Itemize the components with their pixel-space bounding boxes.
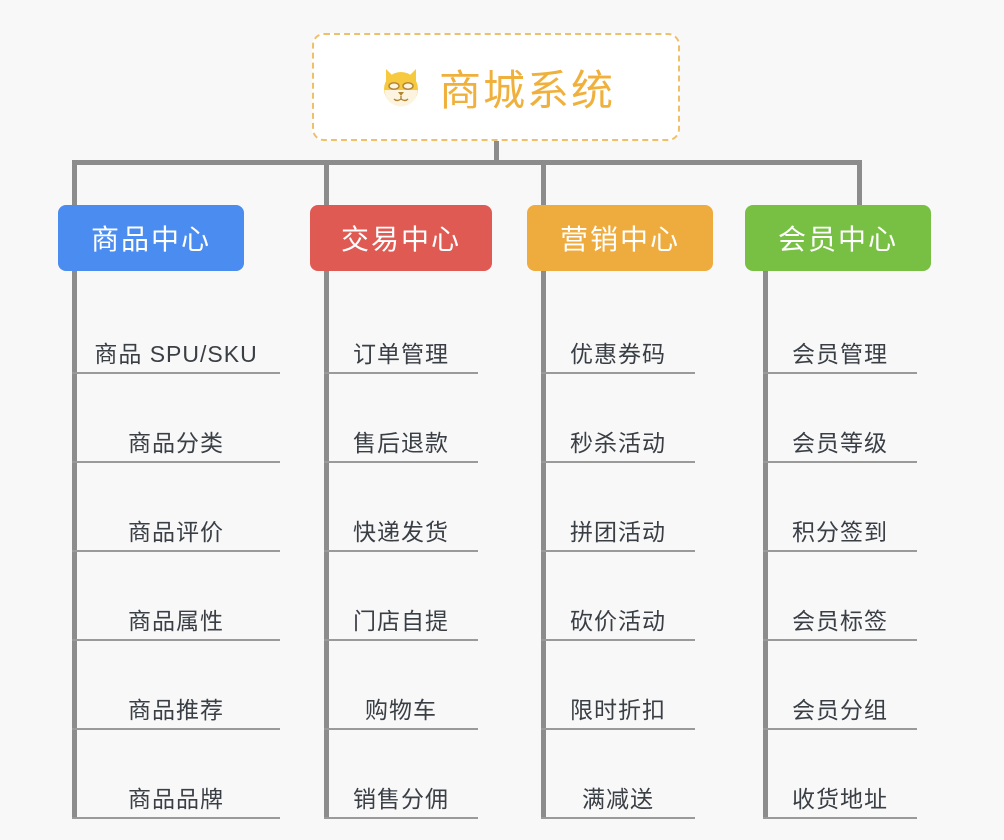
- leaf-item-label: 购物车: [365, 697, 437, 723]
- leaf-item-label: 会员等级: [792, 430, 888, 456]
- leaf-list-marketing-center: 优惠券码秒杀活动拼团活动砍价活动限时折扣满减送: [541, 271, 695, 819]
- category-label: 交易中心: [340, 224, 461, 255]
- leaf-item-label: 优惠券码: [570, 341, 666, 367]
- leaf-item-label: 商品属性: [128, 608, 224, 634]
- leaf-item-label: 会员标签: [792, 608, 888, 634]
- leaf-item-label: 限时折扣: [570, 697, 666, 723]
- category-label: 营销中心: [559, 224, 680, 255]
- leaf-item[interactable]: 会员标签: [763, 552, 917, 641]
- leaf-item[interactable]: 商品属性: [72, 552, 280, 641]
- leaf-item[interactable]: 满减送: [541, 730, 695, 819]
- leaf-item-label: 商品评价: [128, 519, 224, 545]
- leaf-item-label: 会员管理: [792, 341, 888, 367]
- leaf-item[interactable]: 会员等级: [763, 374, 917, 463]
- leaf-item-label: 积分签到: [792, 519, 888, 545]
- category-label: 商品中心: [90, 224, 211, 255]
- leaf-item[interactable]: 砍价活动: [541, 552, 695, 641]
- column-member-center: 会员中心会员管理会员等级积分签到会员标签会员分组收货地址: [745, 205, 931, 819]
- leaf-item[interactable]: 会员管理: [763, 285, 917, 374]
- leaf-list-member-center: 会员管理会员等级积分签到会员标签会员分组收货地址: [763, 271, 917, 819]
- leaf-item-label: 砍价活动: [570, 608, 666, 634]
- leaf-list-product-center: 商品 SPU/SKU 商品分类商品评价商品属性商品推荐商品品牌: [72, 271, 280, 819]
- leaf-item[interactable]: 快递发货: [324, 463, 478, 552]
- leaf-item-label: 销售分佣: [353, 786, 449, 812]
- leaf-item[interactable]: 商品推荐: [72, 641, 280, 730]
- column-product-center: 商品中心商品 SPU/SKU 商品分类商品评价商品属性商品推荐商品品牌: [58, 205, 280, 819]
- category-box-trade-center[interactable]: 交易中心: [310, 205, 492, 271]
- leaf-item[interactable]: 商品 SPU/SKU: [72, 285, 280, 374]
- category-box-member-center[interactable]: 会员中心: [745, 205, 931, 271]
- leaf-item-label: 拼团活动: [570, 519, 666, 545]
- connector-horizontal-bus: [72, 160, 862, 165]
- leaf-item[interactable]: 收货地址: [763, 730, 917, 819]
- leaf-list-trade-center: 订单管理售后退款快递发货门店自提购物车销售分佣: [324, 271, 478, 819]
- category-label: 会员中心: [777, 224, 898, 255]
- leaf-item[interactable]: 销售分佣: [324, 730, 478, 819]
- leaf-item[interactable]: 拼团活动: [541, 463, 695, 552]
- connector-drop-product-center: [72, 160, 77, 207]
- leaf-item[interactable]: 限时折扣: [541, 641, 695, 730]
- category-box-marketing-center[interactable]: 营销中心: [527, 205, 713, 271]
- leaf-item[interactable]: 商品分类: [72, 374, 280, 463]
- connector-root-stem: [494, 141, 499, 163]
- root-node[interactable]: 商城系统: [312, 33, 680, 141]
- leaf-item[interactable]: 商品品牌: [72, 730, 280, 819]
- leaf-item[interactable]: 商品评价: [72, 463, 280, 552]
- leaf-item-label: 收货地址: [792, 786, 888, 812]
- leaf-item-label: 售后退款: [353, 430, 449, 456]
- leaf-item-label: 会员分组: [792, 697, 888, 723]
- leaf-item-label: 订单管理: [353, 341, 449, 367]
- leaf-item[interactable]: 售后退款: [324, 374, 478, 463]
- leaf-item[interactable]: 优惠券码: [541, 285, 695, 374]
- shiba-dog-emoji: [377, 63, 425, 111]
- leaf-item[interactable]: 门店自提: [324, 552, 478, 641]
- category-box-product-center[interactable]: 商品中心: [58, 205, 244, 271]
- connector-drop-member-center: [857, 160, 862, 207]
- branch-trunk-trade-center: [324, 271, 329, 819]
- leaf-item-label: 商品 SPU/SKU: [94, 341, 258, 367]
- leaf-item[interactable]: 秒杀活动: [541, 374, 695, 463]
- leaf-item-label: 门店自提: [353, 608, 449, 634]
- connector-drop-trade-center: [324, 160, 329, 207]
- branch-trunk-marketing-center: [541, 271, 546, 819]
- leaf-item-label: 商品分类: [128, 430, 224, 456]
- leaf-item-label: 快递发货: [353, 519, 449, 545]
- leaf-item-label: 秒杀活动: [570, 430, 666, 456]
- column-trade-center: 交易中心订单管理售后退款快递发货门店自提购物车销售分佣: [310, 205, 492, 819]
- branch-trunk-member-center: [763, 271, 768, 819]
- leaf-item[interactable]: 会员分组: [763, 641, 917, 730]
- leaf-item-label: 商品推荐: [128, 697, 224, 723]
- leaf-item-label: 满减送: [582, 786, 654, 812]
- leaf-item[interactable]: 购物车: [324, 641, 478, 730]
- branch-trunk-product-center: [72, 271, 77, 819]
- connector-drop-marketing-center: [541, 160, 546, 207]
- column-marketing-center: 营销中心优惠券码秒杀活动拼团活动砍价活动限时折扣满减送: [527, 205, 713, 819]
- leaf-item-label: 商品品牌: [128, 786, 224, 812]
- root-title: 商城系统: [438, 66, 615, 114]
- leaf-item[interactable]: 订单管理: [324, 285, 478, 374]
- leaf-item[interactable]: 积分签到: [763, 463, 917, 552]
